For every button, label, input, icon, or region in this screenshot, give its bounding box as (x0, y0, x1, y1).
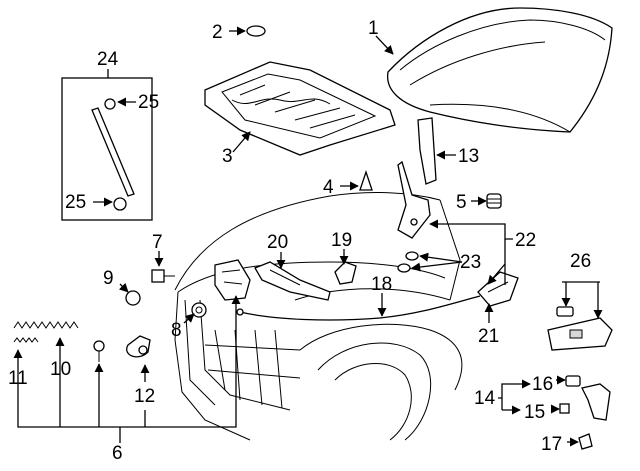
bolt[interactable] (93, 340, 105, 362)
hood-insulator[interactable] (204, 61, 396, 156)
secondary-catch[interactable] (581, 383, 611, 421)
callout-1: 1 (368, 18, 379, 39)
hood-lock-bolt[interactable] (151, 269, 175, 283)
leader-lines (13, 26, 603, 447)
callout-6: 6 (112, 443, 123, 464)
callout-13: 13 (458, 146, 479, 167)
grommet[interactable] (191, 302, 207, 318)
callout-23: 23 (460, 252, 481, 273)
callout-25-bottom: 25 (65, 192, 86, 213)
callout-11: 11 (8, 368, 28, 389)
callout-20: 20 (267, 232, 288, 253)
release-handle[interactable] (547, 306, 613, 351)
callout-26: 26 (570, 251, 591, 272)
clip[interactable] (246, 25, 266, 37)
hood-panel[interactable] (387, 7, 613, 133)
hood-cushion[interactable] (486, 193, 502, 209)
hood-lock-support[interactable] (254, 261, 331, 301)
bumper-cushion[interactable] (359, 169, 373, 191)
hinge-bushings[interactable] (397, 251, 419, 273)
hood-lock-assembly[interactable] (214, 259, 251, 301)
callout-14: 14 (474, 388, 496, 409)
vehicle-front-outline (174, 192, 463, 441)
callout-17: 17 (541, 434, 562, 455)
callout-21: 21 (478, 326, 499, 347)
callout-5: 5 (456, 192, 467, 213)
release-lever[interactable] (477, 271, 519, 307)
callout-16: 16 (532, 374, 553, 395)
hood-hinge[interactable] (397, 160, 431, 239)
callout-9: 9 (103, 268, 114, 289)
callout-25-top: 25 (138, 92, 159, 113)
release-cable[interactable] (236, 295, 481, 321)
callout-18: 18 (371, 274, 392, 295)
catch-bolt[interactable] (578, 433, 593, 450)
callout-7: 7 (152, 232, 163, 253)
hood-hinge-bracket[interactable] (417, 117, 437, 185)
callout-2: 2 (212, 22, 223, 43)
support-rod-kit[interactable] (61, 77, 153, 221)
hood-switch-sensor[interactable] (126, 335, 151, 358)
hood-spring[interactable] (13, 321, 79, 329)
callout-22: 22 (515, 230, 536, 251)
callout-labels: 1 2 3 4 5 13 22 23 24 25 25 7 9 8 20 19 … (8, 18, 591, 464)
callout-10: 10 (50, 359, 71, 380)
callout-4: 4 (323, 177, 334, 198)
nut[interactable] (125, 290, 141, 306)
release-cable-clip[interactable] (334, 261, 357, 285)
callout-15: 15 (524, 402, 545, 423)
catch-cap[interactable] (565, 375, 581, 387)
small-spring[interactable] (13, 337, 39, 343)
callout-3: 3 (222, 146, 233, 167)
catch-clip[interactable] (559, 403, 570, 414)
callout-8: 8 (171, 320, 182, 341)
callout-24: 24 (97, 49, 119, 70)
callout-19: 19 (331, 230, 352, 251)
callout-12: 12 (134, 386, 155, 407)
